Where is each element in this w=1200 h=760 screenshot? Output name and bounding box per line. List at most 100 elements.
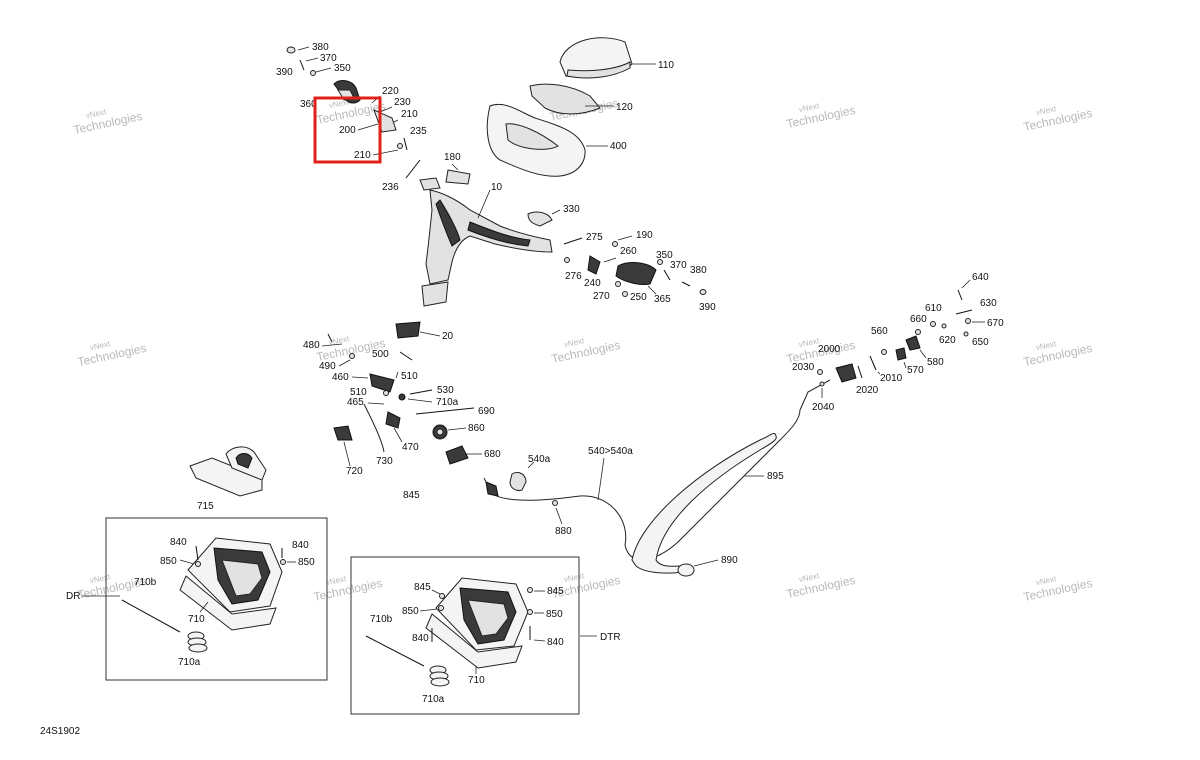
part-610-washer[interactable] — [930, 321, 936, 327]
part-640-screw[interactable] — [957, 289, 963, 301]
part-250-screw[interactable] — [622, 291, 628, 297]
watermark-line1: vNext — [89, 339, 112, 352]
part-580-fitting[interactable] — [905, 335, 921, 351]
part-2030-clip[interactable] — [817, 369, 823, 375]
dtr-part-710a-boot[interactable] — [429, 665, 450, 687]
dr-part-840-bolt-left[interactable] — [195, 545, 199, 561]
part-895-sleeve[interactable] — [631, 433, 777, 574]
part-2020-screw[interactable] — [857, 365, 863, 379]
part-10-stem-base[interactable] — [421, 281, 449, 307]
dtr-part-850-washer-right[interactable] — [527, 609, 533, 615]
dtr-part-845-nut-left[interactable] — [439, 593, 445, 599]
dr-part-710b-rod[interactable] — [121, 599, 181, 633]
dr-part-710a-boot[interactable] — [187, 631, 208, 653]
part-570-nut[interactable] — [895, 347, 907, 361]
callout-720: 720 — [346, 466, 363, 477]
part-2000-block[interactable] — [835, 363, 857, 383]
part-880-clip[interactable] — [552, 500, 558, 506]
part-490-washer[interactable] — [349, 353, 355, 359]
dtr-callout-710b: 710b — [370, 614, 393, 625]
part-270-washer[interactable] — [615, 281, 621, 287]
part-330-bracket[interactable] — [527, 211, 553, 227]
part-470-clip[interactable] — [385, 411, 401, 429]
part-2040-clip[interactable] — [819, 381, 825, 387]
part-365-grip[interactable] — [615, 262, 657, 285]
callout-610: 610 — [925, 303, 942, 314]
callout-330: 330 — [563, 204, 580, 215]
part-540a-grommet[interactable] — [509, 471, 527, 491]
part-275-screw[interactable] — [563, 237, 583, 245]
callout-235: 235 — [410, 126, 427, 137]
part-480-screw[interactable] — [327, 333, 333, 343]
part-680-bracket[interactable] — [445, 445, 469, 465]
part-120-upper-cover[interactable] — [529, 83, 601, 115]
part-276-nut[interactable] — [564, 257, 570, 263]
part-890-cap[interactable] — [677, 563, 695, 577]
part-560-washer[interactable] — [881, 349, 887, 355]
callout-895: 895 — [767, 471, 784, 482]
part-236-screw[interactable] — [405, 159, 421, 179]
part-370-screw[interactable] — [299, 59, 305, 71]
dtr-part-845-nut-right[interactable] — [527, 587, 533, 593]
dtr-callout-850-left: 850 — [402, 606, 419, 617]
callout-620: 620 — [939, 335, 956, 346]
part-660-spacer[interactable] — [915, 329, 921, 335]
callout-465: 465 — [347, 397, 364, 408]
callout-660: 660 — [910, 314, 927, 325]
callout-365: 365 — [654, 294, 671, 305]
dr-part-850-washer-right[interactable] — [280, 559, 286, 565]
callout-730: 730 — [376, 456, 393, 467]
watermark: vNext Technologies — [785, 101, 856, 131]
part-240-lever[interactable] — [587, 255, 601, 275]
callout-380-right: 380 — [690, 265, 707, 276]
part-500-rod[interactable] — [399, 351, 413, 361]
part-180-clamp[interactable] — [445, 169, 471, 185]
callout-10: 10 — [491, 182, 503, 193]
part-350-nut[interactable] — [310, 70, 316, 76]
part-20-bracket[interactable] — [395, 321, 421, 339]
callout-250: 250 — [630, 292, 647, 303]
callout-120: 120 — [616, 102, 633, 113]
part-710a-nut-top[interactable] — [398, 393, 406, 401]
part-530-screw[interactable] — [409, 389, 433, 395]
part-630-bolt[interactable] — [955, 309, 973, 315]
part-370-screw-right[interactable] — [663, 269, 671, 281]
part-510-bushing[interactable] — [383, 390, 389, 396]
part-540-cable-end[interactable] — [485, 481, 499, 497]
dr-callout-850-left: 850 — [160, 556, 177, 567]
callout-670: 670 — [987, 318, 1004, 329]
part-2010-bolt[interactable] — [869, 355, 877, 371]
part-390-cap-right[interactable] — [699, 289, 707, 295]
part-620-clip[interactable] — [941, 323, 947, 329]
watermark-line2: Technologies — [1022, 106, 1093, 134]
part-670-nut[interactable] — [965, 318, 971, 324]
part-handlebar-left-end[interactable] — [419, 177, 441, 191]
callout-570: 570 — [907, 365, 924, 376]
callout-640: 640 — [972, 272, 989, 283]
part-235-pin[interactable] — [403, 137, 408, 151]
part-730-spring[interactable] — [363, 403, 385, 453]
watermark-line1: vNext — [1035, 104, 1058, 117]
part-650-pin[interactable] — [963, 331, 969, 337]
dtr-part-850-washer-left[interactable] — [438, 605, 444, 611]
dr-part-850-washer-left[interactable] — [195, 561, 201, 567]
callout-275: 275 — [586, 232, 603, 243]
watermark: vNext Technologies — [550, 336, 621, 366]
watermark-line1: vNext — [325, 574, 348, 587]
part-380-washer-right[interactable] — [681, 281, 691, 287]
part-720-block[interactable] — [333, 425, 353, 441]
callout-510: 510 — [401, 371, 418, 382]
dr-callout-840-left: 840 — [170, 537, 187, 548]
part-380-washer[interactable] — [286, 46, 296, 54]
part-350-nut-right[interactable] — [657, 259, 663, 265]
group-part-715: 715 — [189, 446, 267, 512]
highlight-box[interactable] — [313, 96, 382, 164]
part-715-guard[interactable] — [189, 457, 263, 497]
dtr-inset-frame — [350, 556, 580, 715]
dr-callout-850-right: 850 — [298, 557, 315, 568]
part-200-housing[interactable] — [373, 109, 397, 133]
part-690-screw[interactable] — [415, 407, 475, 415]
dtr-part-710b-rod[interactable] — [365, 635, 425, 667]
part-460-link[interactable] — [369, 373, 395, 393]
part-190-washer[interactable] — [612, 241, 618, 247]
